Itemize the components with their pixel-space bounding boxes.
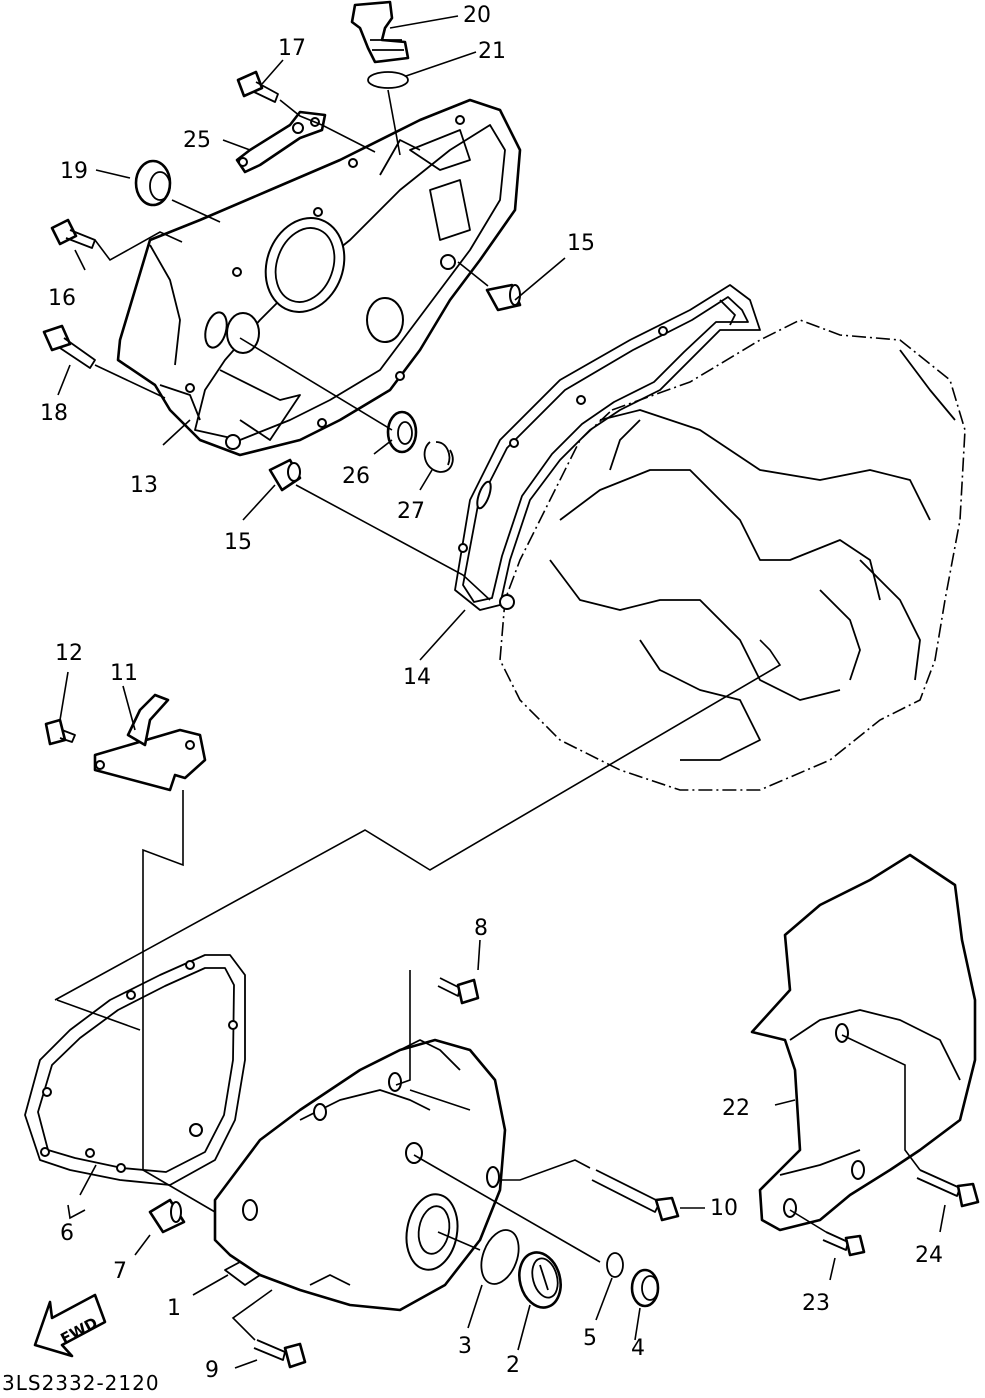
clutch-cover <box>213 1038 507 1312</box>
callout-13: 13 <box>130 473 158 498</box>
o-ring-filler <box>367 71 409 89</box>
o-ring-5 <box>606 1252 624 1278</box>
callout-9: 9 <box>205 1358 219 1383</box>
o-ring-3 <box>480 1229 520 1285</box>
crankcase-cover-left <box>116 98 522 457</box>
plug-4 <box>630 1268 660 1308</box>
callout-18: 18 <box>40 401 68 426</box>
bolt-17 <box>236 70 279 103</box>
screw-12 <box>44 718 76 746</box>
callout-labels: 1 2 3 4 5 6 7 8 9 10 11 12 13 14 15 15 1… <box>40 3 943 1383</box>
bolt-10 <box>591 1169 680 1222</box>
callout-26: 26 <box>342 464 370 489</box>
sprocket-cover <box>750 853 977 1232</box>
callout-4: 4 <box>631 1336 645 1361</box>
oil-filler-cap <box>350 0 410 64</box>
callout-7: 7 <box>113 1259 127 1284</box>
callout-27: 27 <box>397 499 425 524</box>
crankcase-cover-gasket <box>454 284 761 611</box>
callout-2: 2 <box>506 1353 520 1378</box>
callout-14: 14 <box>403 665 431 690</box>
bolt-8 <box>437 977 480 1005</box>
callout-19: 19 <box>60 159 88 184</box>
callout-1: 1 <box>167 1296 181 1321</box>
oil-seal-26 <box>386 410 418 454</box>
callout-11: 11 <box>110 661 138 686</box>
callout-24: 24 <box>915 1243 943 1268</box>
callout-23: 23 <box>802 1291 830 1316</box>
callout-16: 16 <box>48 286 76 311</box>
callout-12: 12 <box>55 641 83 666</box>
callout-8: 8 <box>474 916 488 941</box>
bolt-18 <box>42 324 96 369</box>
callout-15-upper: 15 <box>567 231 595 256</box>
bolt-23 <box>822 1231 866 1257</box>
callout-20: 20 <box>463 3 491 28</box>
callout-5: 5 <box>583 1326 597 1351</box>
forward-direction-arrow: FWD <box>33 1293 107 1358</box>
clutch-cover-gasket <box>24 954 246 1186</box>
dowel-pin-upper <box>485 283 522 312</box>
callout-17: 17 <box>278 36 306 61</box>
circlip-27 <box>423 441 454 473</box>
oil-seal-19 <box>134 159 172 207</box>
bolt-9 <box>253 1339 307 1369</box>
callout-21: 21 <box>478 39 506 64</box>
dowel-pin-7 <box>148 1198 186 1234</box>
cable-bracket <box>235 110 327 174</box>
drawing-code: 3LS2332-2120 <box>2 1371 160 1393</box>
callout-25: 25 <box>183 128 211 153</box>
bolt-24 <box>916 1169 980 1208</box>
callout-15-lower: 15 <box>224 530 252 555</box>
dowel-pin-lower <box>268 458 302 492</box>
callout-10: 10 <box>710 1196 738 1221</box>
callout-6: 6 <box>60 1221 74 1246</box>
shift-guide <box>93 693 207 792</box>
callout-3: 3 <box>458 1334 472 1359</box>
bolt-16 <box>50 218 96 249</box>
leader-lines <box>54 15 946 1369</box>
engine-crankcase-outline <box>499 319 966 791</box>
inspection-plug-2 <box>518 1251 562 1309</box>
callout-22: 22 <box>722 1096 750 1121</box>
